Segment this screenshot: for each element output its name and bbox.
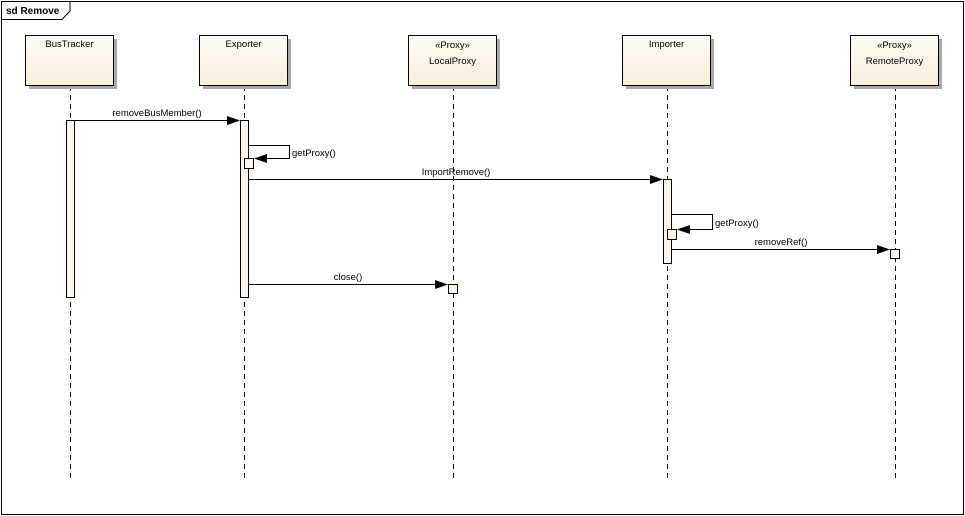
lifeline-box-exporter[interactable] [199,35,288,86]
activation-localproxy [448,284,458,294]
lifeline-box-importer[interactable] [622,35,711,86]
message-line-getproxy-exporter [248,145,290,159]
arrowhead-close [435,280,448,289]
message-removebusmember[interactable]: removeBusMember() [74,108,241,125]
frame-title-tab [1,1,71,20]
arrowhead-importremove [650,175,663,184]
message-importremove[interactable]: ImportRemove() [248,167,664,184]
lifeline-name-bustracker: BusTracker [45,39,93,50]
activations [66,120,900,298]
lifeline-stereotype-remoteproxy: «Proxy» [877,40,912,51]
message-label-removebusmember: removeBusMember() [112,108,201,119]
message-removeref[interactable]: removeRef() [671,237,891,254]
arrowhead-removeref [877,245,890,254]
lifeline-box-bustracker[interactable] [25,35,114,86]
message-getproxy-exporter[interactable]: getProxy() [248,145,336,164]
message-getproxy-importer[interactable]: getProxy() [671,214,759,235]
lifeline-stereotype-localproxy: «Proxy» [435,40,470,51]
lifeline-localproxy[interactable]: «Proxy» LocalProxy [408,35,501,90]
arrowhead-getproxy-exporter [254,154,267,163]
activation-importer [663,179,672,264]
message-line-getproxy-importer [671,214,713,230]
message-label-close: close() [334,272,363,283]
lifeline-remoteproxy[interactable]: «Proxy» RemoteProxy [850,35,943,90]
lifeline-name-exporter: Exporter [226,39,262,50]
activation-exporter-self [244,158,254,169]
lifeline-box-remoteproxy[interactable] [850,35,939,86]
lifeline-importer[interactable]: Importer [622,35,715,90]
message-label-importremove: ImportRemove() [422,167,491,178]
activation-remoteproxy [890,249,900,259]
activation-importer-self [667,229,677,240]
lifeline-name-importer: Importer [649,39,684,50]
message-label-removeref: removeRef() [755,237,808,248]
activation-exporter [240,120,249,298]
activation-bustracker [66,120,75,298]
arrowhead-getproxy-importer [677,225,690,234]
message-label-getproxy-exporter: getProxy() [292,148,336,159]
lifeline-name-localproxy: LocalProxy [429,56,476,67]
lifeline-bustracker[interactable]: BusTracker [25,35,118,90]
lifeline-box-localproxy[interactable] [408,35,497,86]
arrowhead-removebusmember [227,116,240,125]
message-label-getproxy-importer: getProxy() [715,218,759,229]
lifeline-name-remoteproxy: RemoteProxy [866,56,924,67]
frame-title: sd Remove [6,6,60,17]
message-close[interactable]: close() [248,272,449,289]
lifeline-exporter[interactable]: Exporter [199,35,292,90]
